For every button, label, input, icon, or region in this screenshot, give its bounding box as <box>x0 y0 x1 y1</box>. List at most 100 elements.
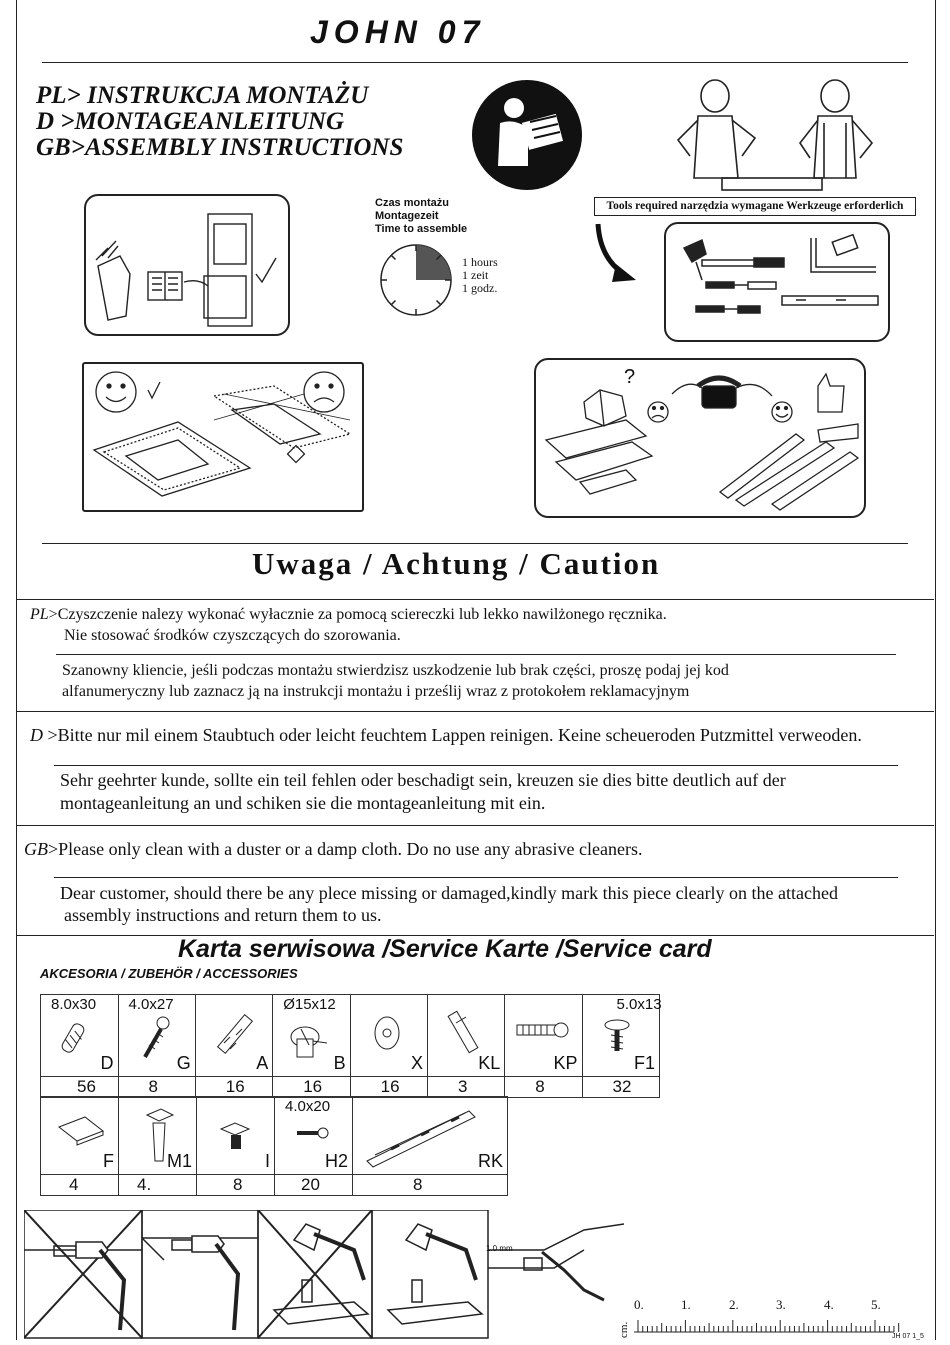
accessories-qty-row-2: 4 4. 8 20 8 <box>40 1174 508 1196</box>
ruler-number: 0. <box>634 1297 644 1312</box>
pl-line-3: Szanowny kliencie, jeśli podczas montażu… <box>62 662 729 679</box>
time-value-hours: 1 hours <box>462 255 498 269</box>
tools-label: Tools required narzędzia wymagane Werkze… <box>594 197 916 216</box>
small-screw-icon <box>297 1127 329 1139</box>
accessory-qty: 16 <box>349 1076 429 1098</box>
carpet-box <box>82 362 364 512</box>
section-rule-4 <box>16 935 934 936</box>
accessory-size: 4.0x27 <box>128 996 174 1013</box>
service-card-title: Karta serwisowa /Service Karte /Service … <box>178 935 712 963</box>
accessory-qty: 16 <box>272 1076 351 1098</box>
accessory-code: KL <box>478 1053 501 1073</box>
ruler-small-label: 1.0 mm <box>486 1244 513 1253</box>
accessory-cell-F: F <box>40 1096 119 1175</box>
time-value-godz: 1 godz. <box>462 281 498 295</box>
accessory-qty: 16 <box>194 1076 274 1098</box>
bracket-icon <box>219 1122 251 1149</box>
accessory-code: M1 <box>166 1151 192 1171</box>
accessories-table-1: 8.0x30 D 4.0x27 G A Ø15x12 B X KL <box>40 994 662 1098</box>
pl-text-1: >Czyszczenie nalezy wykonać wyłacznie za… <box>48 606 667 623</box>
pl-line-4: alfanumeryczny lub zaznacz ją na instruk… <box>62 683 690 700</box>
clock-icon <box>380 244 452 316</box>
ruler-number: 4. <box>824 1297 834 1312</box>
accessory-cell-F1: 5.0x13 F1 <box>581 994 662 1077</box>
pl-rule <box>56 654 896 655</box>
accessory-qty: 32 <box>581 1076 661 1098</box>
accessory-code: F1 <box>633 1053 655 1073</box>
accessory-qty: 20 <box>274 1174 353 1196</box>
accessories-icons-row-1: 8.0x30 D 4.0x27 G A Ø15x12 B X KL <box>40 994 662 1077</box>
gb-line-1: GB>Please only clean with a duster or a … <box>24 839 642 860</box>
accessory-qty: 8 <box>117 1076 196 1098</box>
short-screw-icon <box>604 1019 630 1051</box>
accessories-table-2: F M1 I 4.0x20 H2 RK 4 4. 8 20 8 <box>40 1096 508 1196</box>
accessory-size: Ø15x12 <box>283 996 336 1013</box>
accessory-code: KP <box>553 1053 578 1073</box>
screw-icon <box>142 1016 170 1058</box>
accessory-cell-X: X <box>349 994 429 1077</box>
heading-d: D >MONTAGEANLEITUNG <box>36 108 345 135</box>
gb-line-3: assembly instructions and return them to… <box>64 905 382 925</box>
pl-line-2: Nie stosować środków czyszczących do szo… <box>64 627 401 644</box>
d-rule <box>54 765 898 766</box>
time-value-zeit: 1 zeit <box>462 268 489 282</box>
accessory-qty: 3 <box>427 1076 506 1098</box>
pl-prefix: PL <box>30 606 49 623</box>
page-title: JOHN 07 <box>310 14 486 50</box>
ruler-number: 2. <box>729 1297 739 1312</box>
ruler-number: 3. <box>776 1297 786 1312</box>
curved-arrow-icon <box>595 223 636 282</box>
accessory-qty: 8 <box>352 1174 508 1196</box>
gb-text-1: >Please only clean with a duster or a da… <box>48 839 643 859</box>
page-frame <box>16 0 936 1340</box>
accessories-qty-row-1: 56 8 16 16 16 3 8 32 <box>40 1076 661 1098</box>
accessory-size: 4.0x20 <box>285 1098 331 1115</box>
footer-code: JH 07 1_5 <box>892 1333 924 1340</box>
anchor-icon <box>216 1013 253 1055</box>
question-mark: ? <box>624 366 636 388</box>
cam-lock-icon <box>290 1026 328 1058</box>
pl-line-1: PL>Czyszczenie nalezy wykonać wyłacznie … <box>30 606 667 624</box>
section-rule-2 <box>16 711 934 712</box>
time-labels: Czas montażu Montagezeit Time to assembl… <box>375 197 467 236</box>
ruler-number: 1. <box>681 1297 691 1312</box>
d-prefix: D <box>30 725 43 745</box>
accessory-code: D <box>100 1053 114 1073</box>
gb-prefix: GB <box>24 839 48 859</box>
accessory-cell-I: I <box>196 1096 275 1175</box>
heading-pl: PL> INSTRUKCJA MONTAŻU <box>36 82 369 109</box>
bolt-icon <box>516 1022 569 1038</box>
accessory-code: F <box>103 1151 114 1171</box>
accessory-qty: 8 <box>504 1076 583 1098</box>
time-label-pl: Czas montażu <box>375 197 449 209</box>
accessory-cell-RK: RK <box>352 1096 508 1175</box>
accessory-cell-H2: 4.0x20 H2 <box>274 1096 353 1175</box>
accessory-cell-M1: M1 <box>118 1096 197 1175</box>
accessory-cell-G: 4.0x27 G <box>117 994 196 1077</box>
accessory-code: G <box>176 1053 191 1073</box>
accessory-qty: 56 <box>40 1076 119 1098</box>
accessory-cell-KP: KP <box>504 994 583 1077</box>
accessory-code: RK <box>477 1151 503 1171</box>
hammering-illustration <box>24 1210 624 1339</box>
accessory-cell-D: 8.0x30 D <box>40 994 119 1077</box>
accessory-cell-A: A <box>194 994 274 1077</box>
workers-icon <box>676 79 874 191</box>
shelf-support-icon <box>57 1116 105 1146</box>
cap-icon <box>374 1016 400 1050</box>
caution-rule <box>42 543 908 544</box>
section-rule-1 <box>16 599 934 600</box>
accessory-size: 8.0x30 <box>51 996 97 1013</box>
section-rule-3 <box>16 825 934 826</box>
accessory-code: X <box>411 1053 424 1073</box>
accessories-icons-row-2: F M1 I 4.0x20 H2 RK <box>40 1096 508 1175</box>
d-text-1: >Bitte nur mil einem Staubtuch oder leic… <box>43 725 862 745</box>
title-rule <box>42 62 908 63</box>
dowel-icon <box>61 1023 85 1053</box>
accessory-qty: 4 <box>40 1174 119 1196</box>
accessory-size: 5.0x13 <box>616 996 662 1013</box>
ruler-unit-label: cm. <box>618 1321 630 1338</box>
drawer-runner-icon <box>366 1110 476 1168</box>
accessory-qty: 4. <box>118 1174 197 1196</box>
read-instructions-icon <box>472 80 582 190</box>
